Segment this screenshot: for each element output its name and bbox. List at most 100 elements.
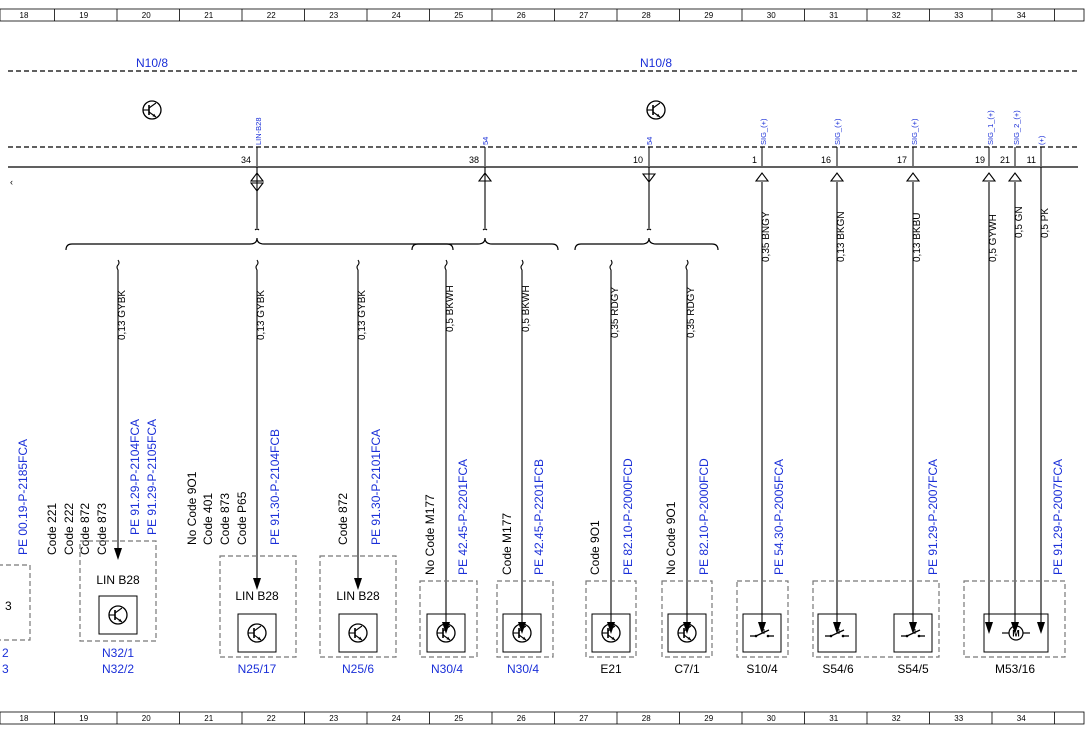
ruler-column-label: 19 bbox=[79, 11, 88, 20]
wire-label: 0,13 BKGN bbox=[836, 211, 847, 262]
ruler-column-label: 32 bbox=[892, 714, 901, 723]
code-note: Code 872 bbox=[336, 493, 350, 545]
reference-link[interactable]: PE 42.45-P-2201FCB bbox=[532, 459, 546, 575]
code-notes: Code 221 Code 222 Code 872 Code 873 No C… bbox=[45, 471, 678, 575]
component-name[interactable]: S54/6 bbox=[822, 662, 854, 676]
pin-signal: SIG_(+) bbox=[759, 118, 768, 145]
pin-number: 34 bbox=[241, 155, 251, 165]
pin-number: 16 bbox=[821, 155, 831, 165]
module-label-left: N10/8 bbox=[136, 56, 168, 70]
connector-pins: 34 LIN-B28 38 54 10 54 1 SIG_(+) 16 SIG_… bbox=[241, 110, 1046, 166]
ruler-column-label: 34 bbox=[1017, 714, 1026, 723]
pin-number: 17 bbox=[897, 155, 907, 165]
reference-link[interactable]: PE 54.30-P-2005FCA bbox=[772, 459, 786, 575]
ruler-column-label: 23 bbox=[329, 714, 338, 723]
ruler-column-label: 29 bbox=[704, 714, 713, 723]
module-label-right: N10/8 bbox=[640, 56, 672, 70]
pin-signal: SIG_1_(+) bbox=[986, 110, 995, 145]
ruler-column-label: 33 bbox=[954, 714, 963, 723]
pin-signal: SIG_(+) bbox=[910, 118, 919, 145]
reference-link[interactable]: PE 91.29-P-2104FCA bbox=[128, 419, 142, 535]
wires bbox=[116, 167, 1042, 623]
splice-stubs bbox=[254, 167, 652, 231]
reference-link[interactable]: PE 91.29-P-2007FCA bbox=[1051, 459, 1065, 575]
ruler-column-label: 20 bbox=[142, 714, 151, 723]
component-name[interactable]: E21 bbox=[600, 662, 622, 676]
ruler-column-label: 30 bbox=[767, 714, 776, 723]
reference-links[interactable]: PE 00.19-P-2185FCA PE 91.29-P-2104FCA PE… bbox=[16, 419, 1065, 575]
code-note: No Code 9O1 bbox=[185, 471, 199, 545]
ruler-column-label: 32 bbox=[892, 11, 901, 20]
ruler-column-label: 33 bbox=[954, 11, 963, 20]
component-name[interactable]: N32/1 bbox=[102, 646, 134, 660]
reference-link[interactable]: PE 91.29-P-2007FCA bbox=[926, 459, 940, 575]
component-name[interactable]: N25/6 bbox=[342, 662, 374, 676]
reference-link[interactable]: PE 91.30-P-2101FCA bbox=[369, 429, 383, 545]
pin-number: 38 bbox=[469, 155, 479, 165]
component-name[interactable]: N32/2 bbox=[102, 662, 134, 676]
pin-number: 10 bbox=[633, 155, 643, 165]
connector-arrows bbox=[249, 172, 1023, 192]
ruler-column-label: 18 bbox=[20, 11, 29, 20]
reference-link[interactable]: PE 82.10-P-2000FCD bbox=[697, 458, 711, 575]
wire-label: 0,35 BNGY bbox=[761, 211, 772, 262]
ruler-column-label: 28 bbox=[642, 714, 651, 723]
component-name[interactable]: N25/17 bbox=[238, 662, 277, 676]
component-name[interactable]: N30/4 bbox=[507, 662, 539, 676]
component-inner-label: LIN B28 bbox=[336, 589, 380, 603]
pin-signal: LIN-B28 bbox=[254, 117, 263, 145]
pin-signal: SIG_2_(+) bbox=[1012, 110, 1021, 145]
transistor-icon bbox=[108, 605, 128, 625]
code-note: Code 9O1 bbox=[588, 520, 602, 575]
wire-label: 0,5 BKWH bbox=[445, 285, 456, 332]
component-inner-label: LIN B28 bbox=[235, 589, 279, 603]
ruler-column-label: 21 bbox=[204, 11, 213, 20]
wire-label: 0,5 PK bbox=[1040, 208, 1051, 238]
ruler-column-label: 24 bbox=[392, 714, 401, 723]
ruler-column-label: 30 bbox=[767, 11, 776, 20]
reference-link[interactable]: PE 42.45-P-2201FCA bbox=[456, 459, 470, 575]
component-name[interactable]: 3 bbox=[2, 662, 9, 676]
ruler-column-label: 29 bbox=[704, 11, 713, 20]
reference-link[interactable]: PE 91.30-P-2104FCB bbox=[268, 429, 282, 545]
component-name[interactable]: S10/4 bbox=[746, 662, 778, 676]
ruler-column-label: 25 bbox=[454, 11, 463, 20]
wire-label: 0,13 BKBU bbox=[912, 213, 923, 262]
wire-arrowheads bbox=[114, 548, 1045, 634]
wire-labels: 0,13 GYBK 0,13 GYBK 0,13 GYBK 0,5 BKWH 0… bbox=[117, 206, 1051, 340]
symbol-frames bbox=[98, 595, 1049, 653]
wire-label: 0,13 GYBK bbox=[117, 290, 128, 340]
code-note: Code 872 bbox=[78, 503, 92, 555]
reference-link[interactable]: PE 82.10-P-2000FCD bbox=[621, 458, 635, 575]
component-names[interactable]: 2 3 N32/1 N32/2 N25/17 N25/6 N30/4 N30/4… bbox=[2, 646, 1035, 676]
code-note: Code 873 bbox=[95, 503, 109, 555]
component-name[interactable]: 2 bbox=[2, 646, 9, 660]
ruler-column-label: 24 bbox=[392, 11, 401, 20]
component-name[interactable]: S54/5 bbox=[897, 662, 929, 676]
transistor-icon bbox=[142, 100, 162, 120]
ruler-column-label: 23 bbox=[329, 11, 338, 20]
ruler-column-label: 34 bbox=[1017, 11, 1026, 20]
wire-label: 0,5 GN bbox=[1014, 206, 1025, 238]
transistor-icon bbox=[646, 100, 666, 120]
transistor-icon bbox=[348, 623, 368, 643]
ruler-column-label: 20 bbox=[142, 11, 151, 20]
component-name[interactable]: M53/16 bbox=[995, 662, 1035, 676]
ruler-column-label: 27 bbox=[579, 714, 588, 723]
component-outlines bbox=[0, 540, 1066, 658]
reference-link[interactable]: PE 00.19-P-2185FCA bbox=[16, 439, 30, 555]
pin-signal: 54 bbox=[645, 137, 654, 145]
wire-label: 0,35 RDGY bbox=[610, 287, 621, 338]
ruler-column-label: 22 bbox=[267, 11, 276, 20]
component-name[interactable]: C7/1 bbox=[674, 662, 700, 676]
pin-number: 11 bbox=[1027, 155, 1036, 165]
component-name[interactable]: N30/4 bbox=[431, 662, 463, 676]
component-inner-label: LIN B28 bbox=[96, 573, 140, 587]
code-note: No Code 9O1 bbox=[664, 501, 678, 575]
ruler-column-label: 31 bbox=[829, 11, 838, 20]
ruler-column-label: 26 bbox=[517, 11, 526, 20]
reference-link[interactable]: PE 91.29-P-2105FCA bbox=[145, 419, 159, 535]
pin-signal: SIG_(+) bbox=[833, 118, 842, 145]
ruler-column-label: 26 bbox=[517, 714, 526, 723]
